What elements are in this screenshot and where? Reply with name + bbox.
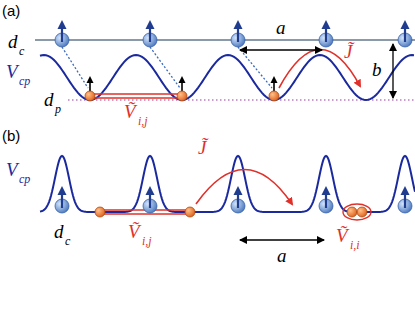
particle bbox=[85, 91, 95, 101]
spin-symbol bbox=[55, 20, 69, 47]
potential-curve bbox=[40, 55, 414, 100]
spin-symbol bbox=[398, 20, 412, 47]
symbol-label: J̃ bbox=[344, 42, 352, 61]
subscript-label: p bbox=[55, 103, 61, 115]
particle bbox=[185, 207, 195, 217]
symbol-label: V bbox=[6, 160, 18, 179]
panel-letter: (b) bbox=[2, 128, 20, 143]
particle bbox=[177, 91, 187, 101]
symbol-label: V bbox=[6, 62, 18, 81]
subscript-label: c bbox=[19, 45, 24, 57]
onsite-ring bbox=[343, 204, 371, 220]
particle-spin bbox=[87, 76, 94, 92]
particle-spin bbox=[179, 76, 186, 92]
hopping-arrow bbox=[196, 170, 292, 205]
coupling-line bbox=[62, 47, 88, 88]
conduction-chain bbox=[35, 39, 415, 41]
spin-symbol bbox=[55, 186, 69, 213]
particle bbox=[95, 207, 105, 217]
spin-symbol bbox=[231, 186, 245, 213]
spin-symbol bbox=[398, 186, 412, 213]
symbol-label: d bbox=[8, 32, 18, 51]
particle bbox=[347, 207, 357, 217]
symbol-label: Ṽ bbox=[336, 226, 348, 245]
dimension-label: a bbox=[277, 246, 287, 265]
interaction-bond bbox=[92, 97, 180, 98]
symbol-label: d bbox=[44, 90, 54, 109]
particle bbox=[357, 207, 367, 217]
dimension-label: b bbox=[372, 60, 382, 79]
spin-symbol bbox=[143, 186, 157, 213]
distance-arrow bbox=[392, 44, 393, 98]
panel-letter: (a) bbox=[2, 3, 20, 18]
spin-symbol bbox=[319, 20, 333, 47]
coupling-line bbox=[238, 47, 272, 88]
symbol-label: Ṽ bbox=[124, 102, 136, 121]
particle bbox=[269, 91, 279, 101]
coupling-line bbox=[150, 47, 180, 88]
subscript-label: i,i bbox=[350, 239, 360, 251]
spin-symbol bbox=[231, 20, 245, 47]
subscript-label: cp bbox=[19, 75, 30, 87]
symbol-label: J̃ bbox=[198, 138, 206, 157]
symbol-label: d bbox=[54, 222, 64, 241]
spin-symbol bbox=[143, 20, 157, 47]
interaction-bond bbox=[92, 93, 180, 94]
subscript-label: cp bbox=[19, 173, 30, 185]
spin-symbol bbox=[319, 186, 333, 213]
dimension-label: a bbox=[276, 18, 286, 37]
subscript-label: c bbox=[65, 235, 70, 247]
symbol-label: Ṽ bbox=[128, 222, 140, 241]
subscript-label: i,j bbox=[142, 235, 152, 247]
subscript-label: i,j bbox=[138, 115, 148, 127]
spacing-arrow bbox=[240, 239, 324, 240]
interaction-bond bbox=[102, 213, 188, 214]
particle-spin bbox=[271, 76, 278, 92]
spacing-arrow bbox=[240, 49, 322, 50]
